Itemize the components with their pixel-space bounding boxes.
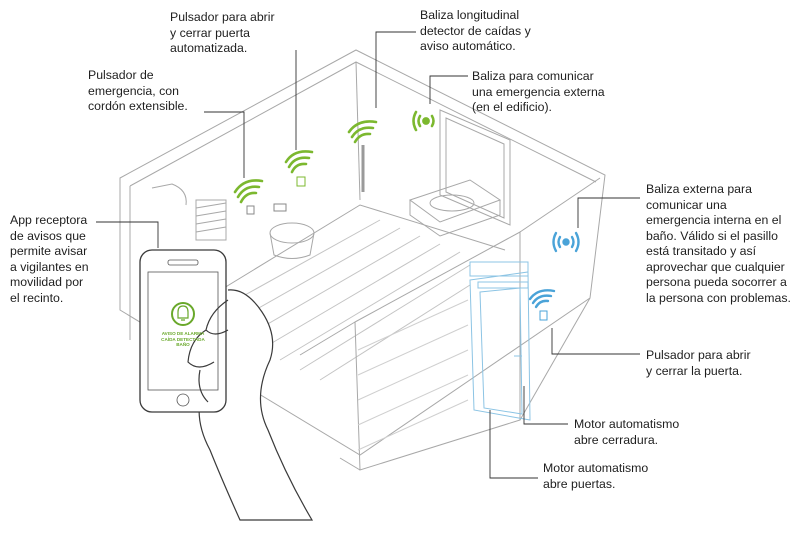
label-door-motor: Motor automatismo abre puertas. xyxy=(543,461,648,492)
emergency-pull-device xyxy=(247,206,254,214)
label-door-button-automated: Pulsador para abrir y cerrar puerta auto… xyxy=(170,10,275,57)
phone-alarm-text: AVISO DE ALARMA CAÍDA DETECTADA BAÑO xyxy=(150,331,216,348)
signal-icon-external-beacon xyxy=(554,233,579,251)
door-button xyxy=(540,311,547,320)
switch-plate xyxy=(274,204,286,211)
label-lock-motor: Motor automatismo abre cerradura. xyxy=(574,417,679,448)
front-wall xyxy=(355,232,520,470)
signal-icon-door-automated xyxy=(286,151,312,172)
signal-icon-external-communicate xyxy=(414,112,434,130)
signal-icon-longitudinal xyxy=(349,121,376,142)
label-emergency-button: Pulsador de emergencia, con cordón exten… xyxy=(88,68,188,115)
signal-icon-door xyxy=(530,290,554,307)
label-external-beacon: Baliza externa para comunicar una emerge… xyxy=(646,182,791,306)
label-door-button: Pulsador para abrir y cerrar la puerta. xyxy=(646,348,751,379)
label-external-communicate-beacon: Baliza para comunicar una emergencia ext… xyxy=(472,69,605,116)
green-signals xyxy=(235,112,434,202)
label-longitudinal-beacon: Baliza longitudinal detector de caídas y… xyxy=(420,8,531,55)
blue-signals xyxy=(530,233,579,307)
door-button-automated xyxy=(297,177,305,186)
label-receiver-app: App receptora de avisos que permite avis… xyxy=(10,213,89,306)
signal-icon-emergency xyxy=(235,180,262,202)
phone-hand xyxy=(140,250,312,520)
toilet xyxy=(270,223,314,243)
grab-bar xyxy=(152,184,186,205)
